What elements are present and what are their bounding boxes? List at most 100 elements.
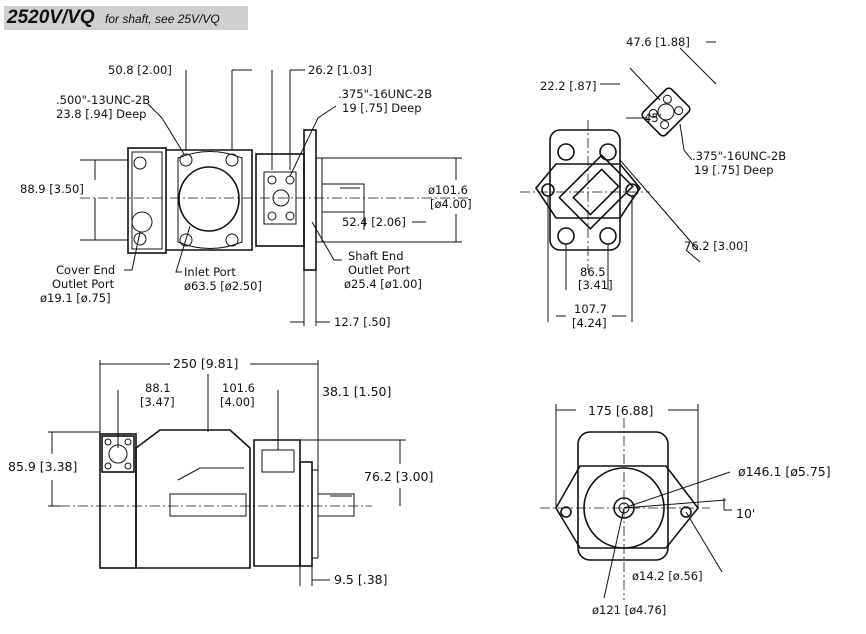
outlet-flange [558,154,634,230]
cover-end-block [127,147,167,254]
cover-thread-label: .500"-13UNC-2B [56,93,150,107]
pad-bolt [124,438,132,446]
model-title: 2520V/VQ [7,7,95,28]
cover-bolt [133,232,147,246]
dim-146-1-label: ø146.1 [ø5.75] [738,464,831,479]
outlet-bolt [285,175,295,185]
angle-45-label: 45' [644,111,662,125]
outlet-bolt [285,211,295,221]
dim-9-5-label: 9.5 [.38] [334,572,388,587]
pilot [311,469,319,559]
outlet-slot [572,168,620,216]
mounting-flange [299,461,313,567]
top-view: 50.8 [2.00] 26.2 [1.03] .500"-13UNC-2B 2… [20,63,472,329]
pump-body [135,429,251,569]
outlet-pad [641,87,691,137]
side-view: 250 [9.81] 88.1 [3.47] 101.6 [4.00] 38.1… [8,356,433,587]
dim-22-2-label: 22.2 [.87] [540,79,597,93]
shaft [317,493,355,517]
dim-250-label: 250 [9.81] [173,356,238,371]
ext-line [679,47,717,85]
ext-line [619,159,699,251]
leader [175,225,191,273]
cover-thread-depth-label: 23.8 [.94] Deep [56,107,146,121]
inlet-port [178,166,240,232]
shaft-note: for shaft, see 25V/VQ [105,12,220,26]
pad-thread-depth-label: 19 [.75] Deep [694,163,774,177]
dim-86-5-inch-label: [3.41] [578,278,613,292]
title-bar: 2520V/VQ for shaft, see 25V/VQ [4,6,248,30]
pilot [315,157,323,243]
cover-end-inner [131,151,163,250]
shaft-end-size-label: ø25.4 [ø1.00] [344,277,422,291]
inlet-bolt [225,153,239,167]
pad-bolt [104,462,112,470]
inlet-contour [177,467,244,481]
pad-thread-label: .375"-16UNC-2B [692,149,786,163]
bolt [557,227,575,245]
leader [623,499,727,509]
mounting-flange [303,129,317,271]
cover-end-size-label: ø19.1 [ø.75] [40,291,111,305]
leader [289,105,337,177]
pad-bolt [660,120,670,130]
dim-86-5-label: 86.5 [580,265,606,279]
pump-body [166,149,253,251]
pad-rotated [641,87,691,137]
dim-47-6-label: 47.6 [1.88] [626,35,690,49]
dim-101-6-label: ø101.6 [428,183,468,197]
pad-bolt [648,108,658,118]
pad-bolt [674,106,684,116]
front-housing [253,439,301,567]
leader [147,103,185,155]
front-housing [255,153,305,247]
dim-52-4-label: 52.4 [2.06] [342,215,406,229]
bolt [599,143,617,161]
end-view-bottom: 175 [6.88] ø146.1 [ø5.75] 10' ø14.2 [ø.5… [540,403,831,617]
bolt [557,143,575,161]
outlet-bolt [267,175,277,185]
body-bore [169,493,247,517]
dim-38-1-label: 38.1 [1.50] [322,384,391,399]
leader [685,511,723,573]
dim-175-label: 175 [6.88] [588,403,653,418]
end-view-top: 47.6 [1.88] 22.2 [.87] 45' .375"-16UNC-2… [520,35,786,330]
angle-10-label: 10' [736,506,755,521]
leader [623,471,731,509]
inlet-port-size-label: ø63.5 [ø2.50] [184,279,262,293]
dim-88-1-inch-label: [3.47] [140,395,175,409]
dim-50-8-label: 50.8 [2.00] [108,63,172,77]
outlet-bolt [267,211,277,221]
leader [679,123,693,161]
flange-bolt-hole [680,506,692,518]
dim-107-7-label: 107.7 [574,302,607,316]
leader [311,221,342,261]
dim-76-2-label: 76.2 [3.00] [684,239,748,253]
dim-107-7-inch-label: [4.24] [572,316,607,330]
dim-line [685,249,701,263]
cover-end-label: Cover End [56,263,115,277]
cover-end-block [99,433,137,569]
dim-14-2-label: ø14.2 [ø.56] [632,569,703,583]
inlet-bolt [179,233,193,247]
cover-outline [535,163,641,219]
inlet-bolt [225,233,239,247]
pad-port [657,103,675,121]
outlet-pad [261,449,295,473]
leader [124,231,141,271]
cover-end-outlet-port [131,211,153,233]
housing-outline [577,431,669,561]
bolt [599,227,617,245]
leader [603,507,625,599]
dim-76-2-label: 76.2 [3.00] [364,469,433,484]
pad-bolt [662,94,672,104]
pad-bolt [104,438,112,446]
shaft-end-label: Shaft End [348,249,404,263]
inlet-port-label: Inlet Port [184,265,236,279]
outlet-thread-depth-label: 19 [.75] Deep [342,101,422,115]
cover-end-outlet-label: Outlet Port [52,277,115,291]
dim-101-6-inch-label: [4.00] [220,395,255,409]
dim-26-2-label: 26.2 [1.03] [308,63,372,77]
dim-101-6-label: 101.6 [222,381,255,395]
